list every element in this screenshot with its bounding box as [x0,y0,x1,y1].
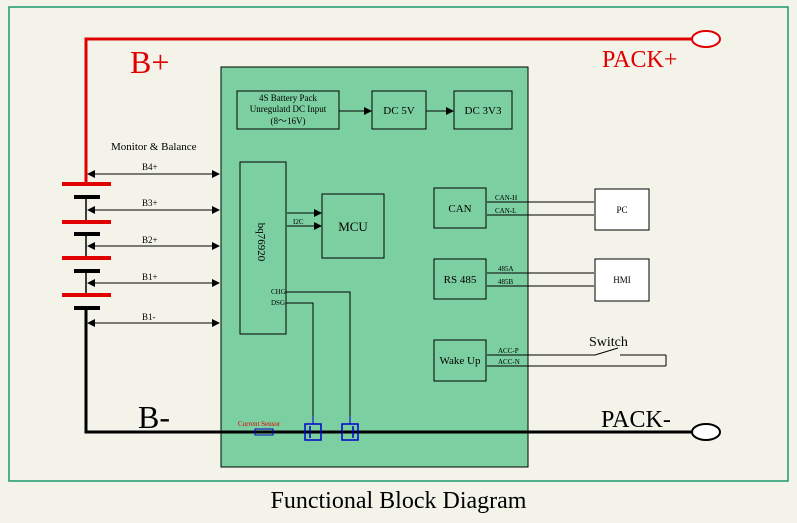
mcu-label: MCU [338,219,368,234]
tap-label-b3-plus: B3+ [142,198,158,208]
tap-label-b1-plus: B1+ [142,272,158,282]
b-minus-label: B- [138,399,170,435]
bms-board [220,66,529,468]
dsg-drive-line [286,302,314,416]
pack-plus-label: PACK+ [602,47,677,73]
b-plus-label: B+ [130,44,169,80]
mcu-block [321,193,385,259]
current-sensor-label: Current Sensor [238,420,281,428]
battery-input-line-3: (8～16V) [271,116,306,126]
tap-label-b4-plus: B4+ [142,162,158,172]
tap-label-b2-plus: B2+ [142,235,158,245]
dsg-mosfet-icon [304,416,322,441]
dc3v3-label: DC 3V3 [465,105,502,117]
i2c-label: I2C [293,218,304,226]
battery-input-line-2: Unregulatd DC Input [250,104,327,114]
acc-n-label: ACC-N [498,358,520,366]
pc-block [594,188,650,231]
can-h-label: CAN-H [495,194,517,202]
diagram-caption: Functional Block Diagram [270,488,527,514]
dc5v-block [371,90,427,130]
wakeup-label: Wake Up [440,355,481,367]
pack-minus-terminal-icon [691,423,721,441]
switch-label: Switch [589,335,628,350]
rs485-label: RS 485 [444,274,477,286]
chg-mosfet-icon [341,416,359,441]
can-label: CAN [448,203,471,215]
negative-rail [84,308,721,441]
dc3v3-block [453,90,513,130]
current-sensor-icon [254,428,274,436]
battery-input-line-1: 4S Battery Pack [259,93,317,103]
pack-plus-terminal-icon [691,30,721,48]
chg-label: CHG [271,288,286,296]
wakeup-block [433,339,487,382]
tap-label-b1-minus: B1- [142,312,156,322]
rs485-a-label: 485A [498,265,514,273]
diagram-frame [8,6,789,482]
cell-tap-arrows [87,170,220,327]
afe-label: bq76920 [255,223,267,262]
dsg-label: DSG [271,299,285,307]
afe-block [239,161,287,335]
switch-icon [594,347,667,366]
battery-input-block [236,90,340,130]
monitor-balance-label: Monitor & Balance [111,141,197,153]
can-l-label: CAN-L [495,207,516,215]
pc-label: PC [616,205,627,215]
positive-rail [84,30,721,184]
hmi-block [594,258,650,302]
dc5v-label: DC 5V [383,105,415,117]
rs485-block [433,258,487,300]
chg-drive-line [286,291,351,416]
hmi-label: HMI [613,275,631,285]
can-block [433,187,487,229]
acc-p-label: ACC-P [498,347,519,355]
pack-minus-label: PACK- [601,407,671,433]
rs485-b-label: 485B [498,278,514,286]
battery-cells-icon [62,182,111,310]
